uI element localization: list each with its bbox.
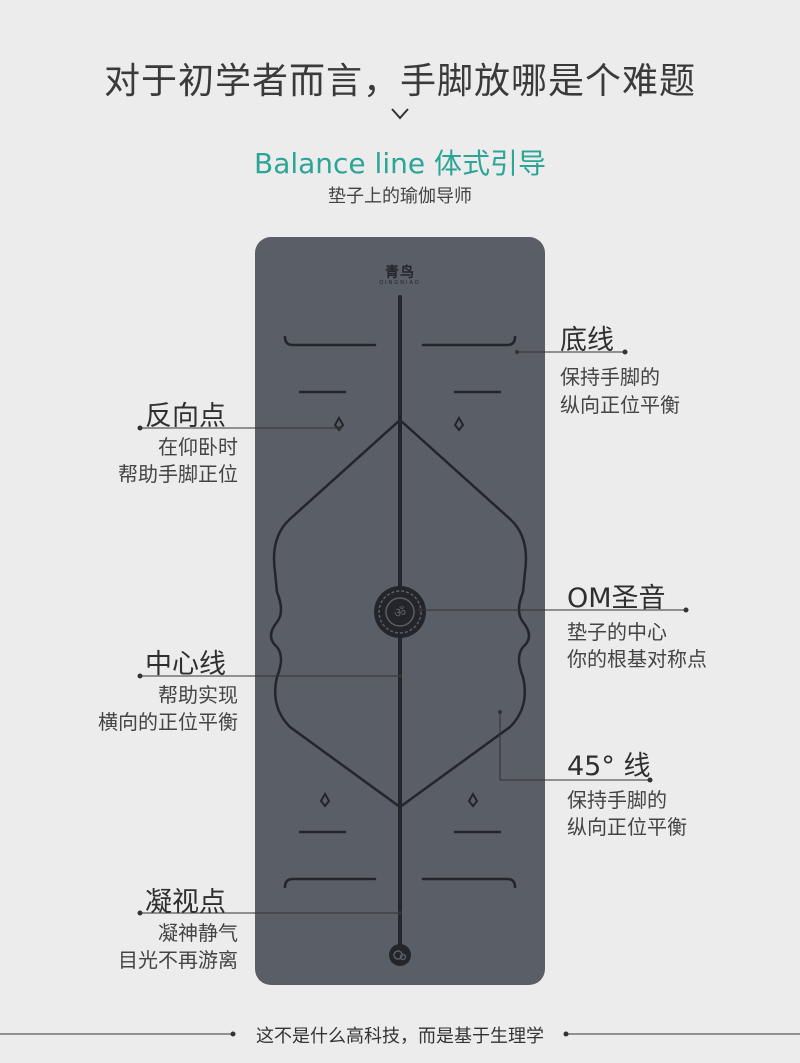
top-right-bracket	[421, 335, 517, 347]
reverse-point-desc1: 在仰卧时	[158, 435, 238, 459]
gaze-point-title: 凝视点	[145, 887, 226, 918]
diamond-45-line	[269, 418, 531, 809]
reverse-point-desc2: 帮助手脚正位	[118, 462, 238, 486]
section-subtitle: Balance line 体式引导	[253, 147, 546, 180]
section-caption: 垫子上的瑜伽导师	[328, 186, 472, 207]
bottom-line-title: 底线	[560, 325, 614, 356]
top-left-bracket	[283, 335, 377, 347]
mat-brand-sub: QINGNIAO	[379, 280, 421, 286]
om-desc2: 你的根基对称点	[567, 647, 707, 671]
mat-brand-logo: 青鸟	[385, 265, 415, 281]
center-line-desc1: 帮助实现	[158, 683, 238, 707]
center-line-title: 中心线	[145, 649, 226, 680]
footer-text: 这不是什么高科技，而是基于生理学	[256, 1026, 544, 1047]
gaze-point-desc2: 目光不再游离	[118, 948, 238, 972]
gaze-point-icon	[389, 944, 411, 966]
mat-lines: ॐ	[269, 295, 531, 966]
bottom-line-desc1: 保持手脚的	[560, 365, 660, 389]
om-mandala-icon: ॐ	[374, 586, 426, 638]
om-desc1: 垫子的中心	[567, 620, 667, 644]
gaze-point-desc1: 凝神静气	[158, 921, 238, 945]
center-line-desc2: 横向的正位平衡	[98, 710, 238, 734]
chevron-down-icon	[391, 108, 409, 120]
line45-desc1: 保持手脚的	[567, 788, 667, 812]
page-title: 对于初学者而言，手脚放哪是个难题	[103, 61, 696, 102]
om-title: OM圣音	[567, 583, 666, 614]
reverse-point-title: 反向点	[145, 401, 226, 432]
reverse-point-icons	[319, 415, 479, 808]
bottom-left-bracket	[283, 877, 377, 889]
bottom-right-bracket	[421, 877, 517, 889]
line45-desc2: 纵向正位平衡	[567, 815, 687, 839]
svg-text:ॐ: ॐ	[394, 606, 406, 621]
line45-title: 45° 线	[567, 751, 651, 782]
bottom-line-desc2: 纵向正位平衡	[560, 393, 680, 417]
